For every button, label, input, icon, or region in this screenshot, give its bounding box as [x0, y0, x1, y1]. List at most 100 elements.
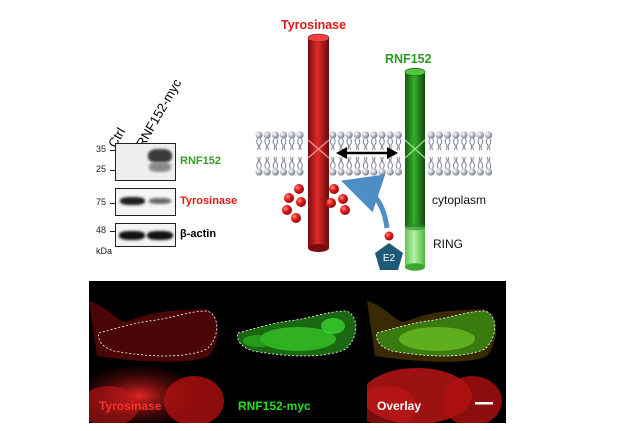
lipid-head	[386, 131, 394, 139]
lipid-head	[435, 131, 443, 139]
lipid-tail	[373, 156, 377, 169]
micrograph-label-tyrosinase: Tyrosinase	[99, 399, 162, 413]
e2-pentagon	[375, 243, 403, 270]
micrograph-overlay: Overlay	[367, 281, 506, 423]
lipid-tail	[365, 156, 369, 169]
lipid-tail	[289, 138, 292, 151]
lipid-tail	[387, 156, 391, 169]
marker-kda: kDa	[96, 246, 113, 256]
lipid-tail	[488, 138, 492, 151]
lipid-tail	[464, 138, 467, 151]
lipid-tail	[379, 138, 382, 151]
lipid-tail	[338, 156, 341, 169]
lipid-tail	[365, 138, 369, 151]
lipid-tail	[280, 156, 284, 169]
lipid-tail	[447, 138, 451, 151]
lipid-head	[378, 131, 386, 139]
lipid-head	[468, 131, 476, 139]
lipid-tail	[283, 156, 287, 169]
lipid-head	[452, 131, 460, 139]
lipid-tail	[428, 156, 432, 169]
lipid-head	[255, 131, 263, 139]
lipid-tail	[291, 156, 295, 169]
lipid-tail	[349, 156, 352, 169]
lipid-tail	[272, 156, 276, 169]
lipid-tail	[379, 156, 382, 169]
lipid-head	[263, 131, 271, 139]
lipid-tail	[428, 138, 432, 151]
lipid-tail	[398, 156, 402, 169]
lipid-tail	[362, 156, 366, 169]
lipid-head	[280, 131, 288, 139]
lipid-head	[485, 131, 493, 139]
lipid-head	[444, 168, 452, 176]
lipid-head	[452, 168, 460, 176]
lipid-tail	[488, 156, 492, 169]
lipid-tail	[267, 138, 270, 151]
lipid-tail	[332, 156, 336, 169]
lipid-tail	[346, 138, 350, 151]
lipid-head	[476, 131, 484, 139]
scale-bar	[475, 402, 493, 405]
lipid-tail	[382, 156, 385, 169]
marker-75: 75	[96, 197, 107, 207]
micrograph-tyrosinase: Tyrosinase	[89, 281, 228, 423]
lipid-head	[362, 168, 370, 176]
band-label-actin: β-actin	[180, 228, 217, 240]
lipid-head	[288, 168, 296, 176]
lipid-tail	[297, 156, 300, 169]
lipid-tail	[447, 156, 451, 169]
band-tyrosinase-rnf152	[149, 198, 171, 204]
lipid-head	[370, 131, 378, 139]
lipid-head	[386, 168, 394, 176]
micrograph-rnf152-myc: RNF152-myc	[228, 281, 367, 423]
lipid-tail	[390, 156, 393, 169]
lipid-tail	[362, 138, 366, 151]
ubiquitin-chains	[282, 184, 350, 223]
lipid-tail	[297, 138, 300, 151]
band-actin-ctrl	[119, 231, 145, 240]
tyrosinase-protein	[307, 33, 330, 252]
lipid-heads	[255, 131, 493, 176]
lipid-tail	[480, 156, 484, 169]
marker-25: 25	[96, 164, 107, 174]
lipid-head	[271, 168, 279, 176]
lipid-tail	[453, 156, 456, 169]
lipid-head	[394, 131, 402, 139]
lipid-tail	[398, 138, 402, 151]
lipid-tail	[469, 156, 473, 169]
lipid-head	[329, 131, 337, 139]
lipid-head	[329, 168, 337, 176]
lipid-head	[460, 168, 468, 176]
ubiquitin-on-e2	[384, 231, 394, 241]
lipid-tail	[371, 138, 374, 151]
lipid-tail	[338, 138, 341, 151]
lipid-head	[263, 168, 271, 176]
cytoplasm-label: cytoplasm	[432, 193, 487, 207]
lipid-head	[444, 131, 452, 139]
lipid-tail	[472, 138, 475, 151]
lipid-tail	[280, 138, 284, 151]
lipid-tail	[259, 156, 262, 169]
lipid-tail	[354, 138, 358, 151]
micrograph-label-rnf152-myc: RNF152-myc	[238, 399, 311, 413]
tyrosinase-image	[89, 301, 224, 423]
lipid-tail	[259, 138, 262, 151]
lipid-tail	[346, 156, 350, 169]
ring-label: RING	[433, 237, 463, 251]
lipid-tail	[431, 156, 434, 169]
lipid-tail	[464, 156, 467, 169]
lipid-tail	[477, 138, 481, 151]
lipid-tail	[330, 138, 333, 151]
lipid-tail	[264, 138, 268, 151]
band-actin-rnf152	[147, 231, 173, 240]
lipid-tail	[341, 138, 344, 151]
lipid-tail	[283, 138, 287, 151]
lipid-tail	[439, 138, 443, 151]
lipid-tail	[371, 156, 374, 169]
lipid-tails	[256, 138, 492, 169]
lipid-head	[394, 168, 402, 176]
lipid-tail	[256, 138, 259, 151]
lipid-tail	[272, 138, 276, 151]
lipid-head	[485, 168, 493, 176]
